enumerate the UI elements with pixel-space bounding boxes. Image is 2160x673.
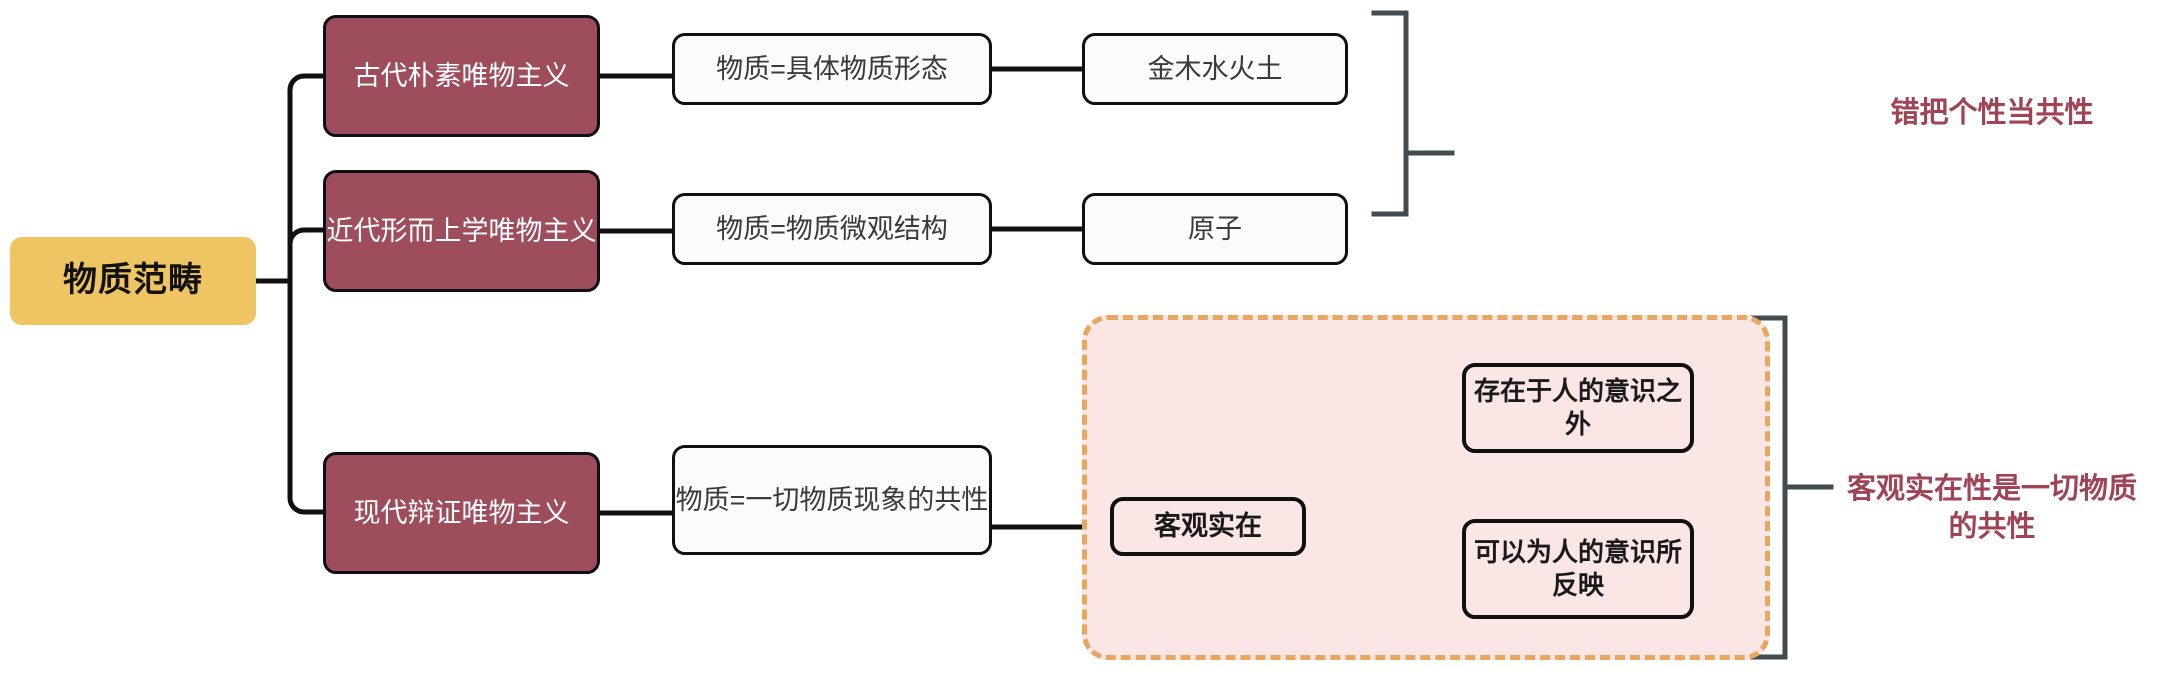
- attribute-node-reflected-by-consciousness[interactable]: 可以为人的意识所反映: [1462, 519, 1694, 619]
- annotation-top: 错把个性当共性: [1842, 94, 2142, 132]
- connector-root-to-branch1: [287, 73, 326, 284]
- branch-node-metaphysical[interactable]: 近代形而上学唯物主义: [323, 170, 600, 292]
- attribute-node-outside-consciousness-label: 存在于人的意识之外: [1473, 375, 1682, 439]
- definition-node-ancient-label: 物质=具体物质形态: [716, 53, 948, 84]
- definition-node-dialectical[interactable]: 物质=一切物质现象的共性: [672, 445, 992, 555]
- definition-node-metaphysical-label: 物质=物质微观结构: [716, 213, 948, 244]
- connector-root-to-branch2: [287, 227, 326, 284]
- annotation-bottom: 客观实在性是一切物质的共性: [1842, 470, 2142, 547]
- root-node-label: 物质范畴: [63, 261, 203, 300]
- definition-node-metaphysical[interactable]: 物质=物质微观结构: [672, 193, 992, 265]
- example-node-atom-label: 原子: [1188, 213, 1242, 244]
- branch-node-dialectical-label: 现代辩证唯物主义: [353, 497, 570, 528]
- example-node-atom[interactable]: 原子: [1082, 193, 1348, 265]
- annotation-bottom-text: 客观实在性是一切物质的共性: [1846, 473, 2137, 544]
- attribute-node-outside-consciousness[interactable]: 存在于人的意识之外: [1462, 363, 1694, 453]
- concept-node-objective-reality-label: 客观实在: [1154, 511, 1262, 542]
- definition-node-dialectical-label: 物质=一切物质现象的共性: [675, 484, 989, 515]
- root-node[interactable]: 物质范畴: [10, 237, 256, 325]
- definition-node-ancient[interactable]: 物质=具体物质形态: [672, 33, 992, 105]
- annotation-top-text: 错把个性当共性: [1890, 97, 2094, 129]
- branch-node-dialectical[interactable]: 现代辩证唯物主义: [323, 452, 600, 574]
- attribute-node-reflected-by-consciousness-label: 可以为人的意识所反映: [1473, 536, 1682, 600]
- branch-node-ancient-label: 古代朴素唯物主义: [353, 60, 570, 91]
- branch-node-metaphysical-label: 近代形而上学唯物主义: [326, 215, 597, 246]
- branch-node-ancient[interactable]: 古代朴素唯物主义: [323, 15, 600, 137]
- concept-node-objective-reality[interactable]: 客观实在: [1110, 497, 1306, 556]
- bracket-top: [1371, 10, 1409, 217]
- example-node-five-elements-label: 金木水火土: [1147, 53, 1283, 84]
- example-node-five-elements[interactable]: 金木水火土: [1082, 33, 1348, 105]
- connector-root-to-branch3: [287, 278, 326, 515]
